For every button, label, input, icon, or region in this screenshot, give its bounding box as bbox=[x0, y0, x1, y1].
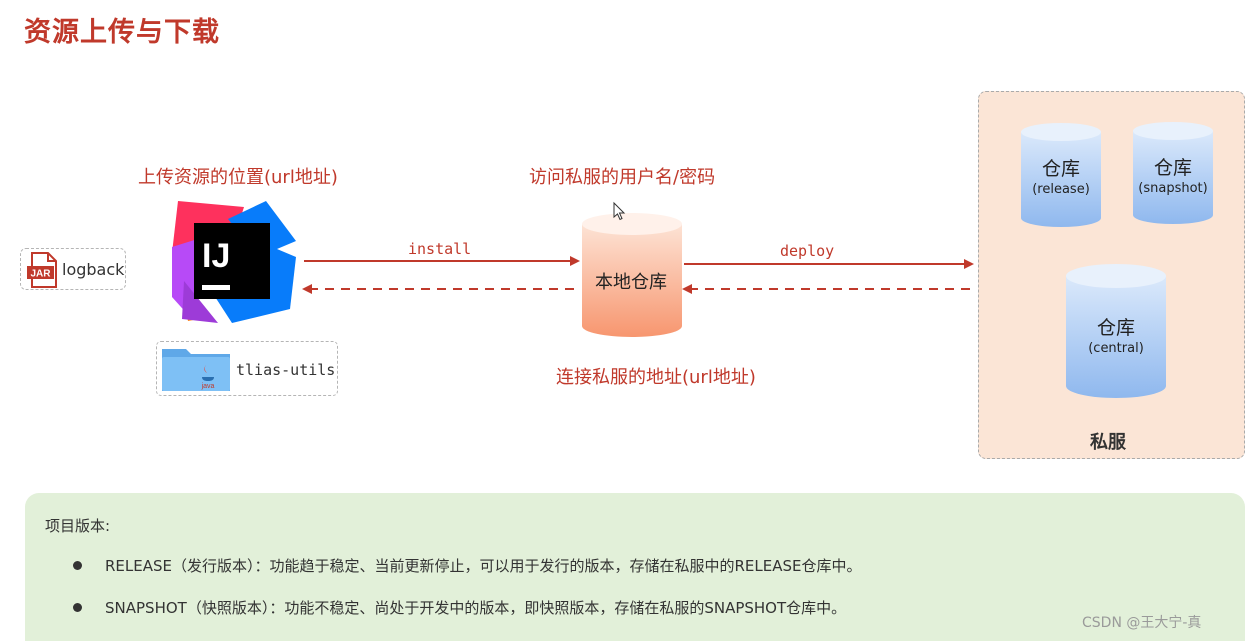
snapshot-repo-label: 仓库 (snapshot) bbox=[1138, 157, 1208, 196]
deploy-label: deploy bbox=[780, 242, 835, 260]
watermark: CSDN @王大宁-真 bbox=[1082, 615, 1202, 631]
mouse-cursor-icon bbox=[613, 201, 626, 221]
release-note-item: RELEASE（发行版本）：功能趋于稳定、当前更新停止，可以用于发行的版本，存储… bbox=[105, 557, 862, 575]
install-label: install bbox=[408, 240, 472, 258]
tlias-utils-folder-card: java tlias-utils bbox=[156, 341, 338, 396]
release-repo-cylinder bbox=[1021, 123, 1101, 227]
bullet-dot bbox=[73, 603, 82, 612]
central-repo-cylinder bbox=[1066, 264, 1166, 398]
local-repo-label: 本地仓库 bbox=[595, 272, 667, 293]
version-note-panel: 项目版本: RELEASE（发行版本）：功能趋于稳定、当前更新停止，可以用于发行… bbox=[25, 493, 1245, 641]
folder-name: tlias-utils bbox=[236, 361, 336, 379]
intellij-idea-logo-icon: IJ bbox=[172, 201, 296, 323]
snapshot-note-item: SNAPSHOT（快照版本）：功能不稳定、尚处于开发中的版本，即快照版本，存储在… bbox=[105, 599, 847, 617]
credentials-label: 访问私服的用户名/密码 bbox=[529, 167, 716, 188]
snapshot-repo-cylinder bbox=[1133, 122, 1213, 224]
jar-icon-text: JAR bbox=[30, 269, 51, 280]
local-repo-cylinder bbox=[582, 213, 682, 337]
note-heading: 项目版本: bbox=[45, 517, 111, 535]
jar-file-icon: JAR bbox=[27, 252, 57, 288]
bullet-dot bbox=[73, 561, 82, 570]
private-server-label: 私服 bbox=[1090, 432, 1126, 453]
release-repo-label: 仓库 (release) bbox=[1032, 158, 1090, 197]
jar-name: logback bbox=[62, 260, 125, 279]
java-badge-text: java bbox=[201, 383, 215, 390]
java-folder-icon: java bbox=[162, 349, 230, 391]
connect-address-label: 连接私服的地址(url地址) bbox=[556, 367, 756, 388]
upload-location-label: 上传资源的位置(url地址) bbox=[138, 167, 338, 188]
central-repo-label: 仓库 (central) bbox=[1088, 317, 1144, 356]
page-title: 资源上传与下载 bbox=[24, 17, 220, 48]
logback-jar-card: JAR logback bbox=[20, 248, 126, 290]
ide-logo-text: IJ bbox=[202, 237, 230, 275]
